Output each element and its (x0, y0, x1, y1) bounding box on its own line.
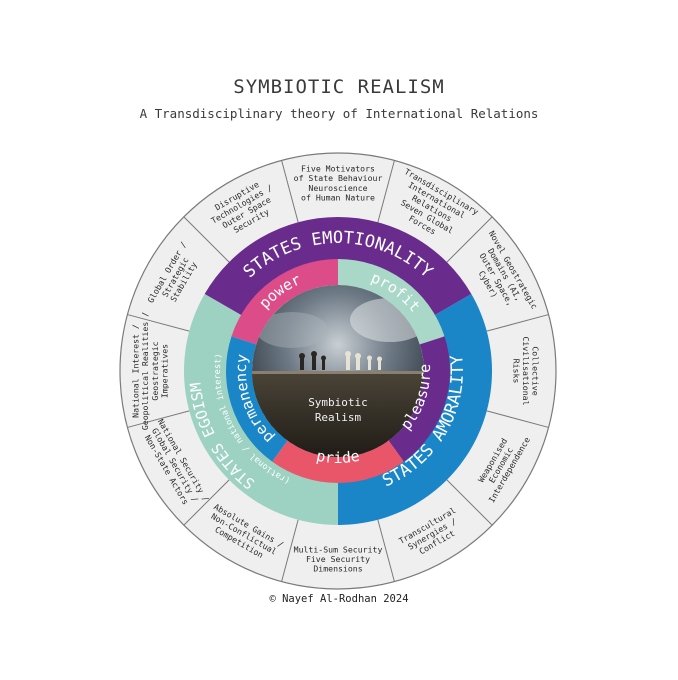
outer-segment-line: Multi-Sum Security (294, 544, 383, 554)
outer-segment-divider (281, 519, 299, 582)
outer-segment-divider (446, 216, 493, 263)
copyright-credit: © Nayef Al-Rodhan 2024 (269, 593, 409, 605)
pride-label: pride (315, 447, 361, 467)
page-subtitle: A Transdisciplinary theory of Internatio… (139, 106, 539, 121)
pride-band (272, 440, 404, 484)
states-emotionality-band (204, 216, 472, 316)
outer-segment-line: Civilisational (521, 336, 531, 405)
outer-segment-line: of State Behaviour (294, 173, 383, 183)
state-ring (184, 216, 492, 525)
center-label-line2: Realism (315, 411, 362, 424)
outer-segment-divider (127, 410, 190, 428)
outer-segment-divider (377, 160, 395, 223)
states-amorality-band (338, 294, 492, 525)
outer-segment-line: Imperatives (159, 344, 169, 398)
outer-segment-divider (183, 216, 230, 263)
outer-segment-line: Collective (531, 346, 541, 395)
outer-segment-line: National Interest / (131, 324, 141, 418)
motivator-ring (226, 259, 451, 484)
states-egoism-band (184, 294, 338, 525)
outer-segment-divider (127, 314, 190, 332)
page-title: SYMBIOTIC REALISM (233, 76, 445, 98)
outer-segment-line: Geostrategic (150, 341, 160, 400)
outer-segment-line: of Human Nature (301, 192, 375, 202)
permanency-band (226, 336, 288, 462)
outer-segment-line: Geopolitical Realities / (140, 312, 150, 430)
outer-segment-divider (183, 479, 230, 526)
outer-segment-line: Five Security (306, 554, 370, 564)
outer-segment-line: Five Motivators (301, 164, 375, 174)
profit-band (338, 259, 445, 345)
outer-segment-divider (446, 479, 493, 526)
power-band (231, 259, 338, 345)
outer-segment-divider (486, 314, 549, 332)
outer-segment-11: National Interest /Geopolitical Realitie… (131, 312, 170, 430)
outer-segment-divider (377, 519, 395, 582)
outer-segment-divider (281, 160, 299, 223)
center-label-line1: Symbiotic (308, 396, 368, 409)
outer-segment-line: Neuroscience (308, 183, 367, 193)
outer-segment-line: Dimensions (313, 564, 362, 574)
pleasure-band (388, 336, 451, 462)
outer-segment-divider (486, 410, 549, 428)
outer-segment-line: Risks (511, 359, 521, 384)
